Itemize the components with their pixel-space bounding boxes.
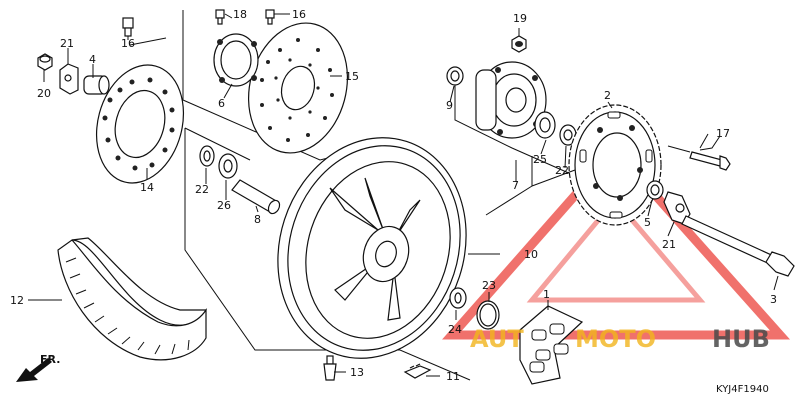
bracket-21-left [59, 63, 79, 95]
callout-9: 9 [446, 99, 453, 112]
callout-3: 3 [770, 293, 777, 306]
callout-15: 15 [345, 70, 359, 83]
watermark-text: AUT MOTO HUB [470, 325, 770, 353]
callout-20: 20 [37, 87, 51, 100]
callout-4: 4 [89, 53, 96, 66]
callout-13: 13 [350, 366, 364, 379]
callout-labels: 21 20 4 16 14 18 16 6 15 19 9 2 17 25 22… [10, 8, 777, 383]
callout-24: 24 [448, 323, 462, 336]
callout-12: 12 [10, 294, 24, 307]
callout-1: 1 [543, 288, 550, 301]
spacer-8 [231, 179, 281, 215]
watermark-part1: AUT [470, 325, 524, 353]
callout-21-right: 21 [662, 238, 676, 251]
nut-19 [511, 35, 527, 53]
callout-18: 18 [233, 8, 247, 21]
callout-2: 2 [604, 89, 611, 102]
watermark-logo [442, 143, 791, 340]
bearing-22-left [199, 145, 215, 167]
bolt-16-upper [265, 9, 275, 25]
callout-19: 19 [513, 12, 527, 25]
watermark-part3: HUB [712, 325, 770, 353]
plate-21-right [663, 191, 691, 225]
callout-17: 17 [716, 127, 730, 140]
bearing-22-right [559, 124, 577, 146]
hub-group-frame [454, 68, 581, 179]
wheel-10 [277, 137, 467, 359]
callout-23: 23 [482, 279, 496, 292]
watermark-triangle [442, 143, 791, 340]
callout-22-right: 22 [555, 164, 569, 177]
callout-26: 26 [217, 199, 231, 212]
callout-16: 16 [121, 37, 135, 50]
bolt-18 [215, 9, 225, 25]
pulser-ring-6 [213, 33, 259, 87]
sprocket-group-frame [485, 156, 576, 216]
leader-lines [28, 13, 779, 377]
diagram-code: KYJ4F1940 [716, 384, 769, 395]
sprocket-2 [568, 104, 662, 226]
wheel-group-frame [184, 127, 471, 381]
callout-6: 6 [218, 97, 225, 110]
callout-14: 14 [140, 181, 154, 194]
callout-16-upper: 16 [292, 8, 306, 21]
callout-7: 7 [512, 179, 519, 192]
callout-10: 10 [524, 248, 538, 261]
axle-3 [681, 215, 795, 277]
callout-25: 25 [533, 153, 547, 166]
bearing-25 [534, 111, 556, 139]
collar-5 [646, 180, 664, 200]
front-arrow: FR. [16, 353, 60, 382]
bolt-16-left [122, 17, 134, 37]
callout-5: 5 [644, 216, 651, 229]
balance-weight-11 [403, 363, 432, 379]
bearing-26 [218, 153, 238, 179]
collar-9 [446, 66, 464, 86]
brake-disc-15 [247, 22, 349, 154]
brake-disc-rear-left [95, 64, 185, 184]
callout-22-left: 22 [195, 183, 209, 196]
callout-8: 8 [254, 213, 261, 226]
nut-20 [37, 53, 53, 71]
collar-4 [83, 75, 110, 95]
valve-13 [323, 355, 337, 381]
callout-21: 21 [60, 37, 74, 50]
tire-12 [57, 237, 207, 361]
watermark-part2: MOTO [575, 325, 656, 353]
sprocket-hub-7 [475, 61, 547, 139]
front-label: FR. [40, 353, 60, 366]
o-ring-23 [476, 300, 500, 330]
bolt-17 [667, 145, 731, 171]
callout-11: 11 [446, 370, 460, 383]
bearing-24 [449, 287, 467, 309]
damper-set-1 [519, 305, 584, 385]
